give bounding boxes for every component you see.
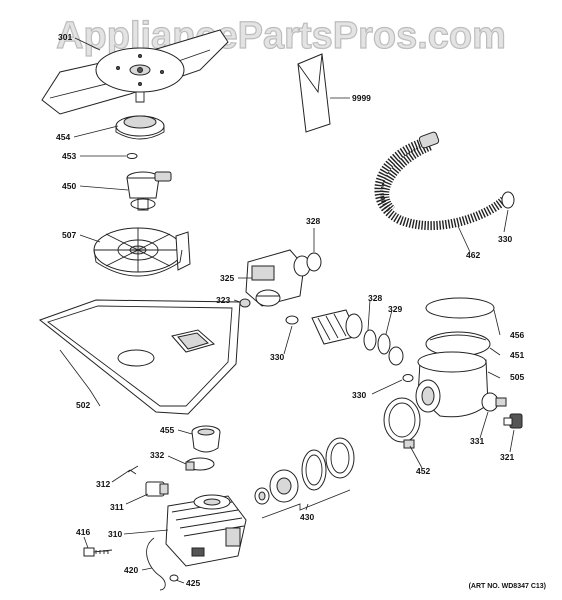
seal-329 <box>377 333 391 355</box>
label-330b: 330 <box>352 390 366 400</box>
label-331: 331 <box>470 436 484 446</box>
label-505: 505 <box>510 372 524 382</box>
label-329: 329 <box>388 304 402 314</box>
label-311: 311 <box>110 502 124 512</box>
sump-cover-502 <box>38 299 241 415</box>
label-450: 450 <box>62 181 76 191</box>
adapter-right <box>388 346 404 366</box>
label-455: 455 <box>160 425 174 435</box>
bolt-416 <box>83 547 113 557</box>
sump-505 <box>415 351 489 418</box>
flange-455 <box>191 425 221 453</box>
pump-motor-310 <box>165 494 247 567</box>
label-330a: 330 <box>270 352 284 362</box>
gasket-328a <box>306 252 322 272</box>
label-502: 502 <box>76 400 90 410</box>
label-420: 420 <box>124 565 138 575</box>
label-453: 453 <box>62 151 76 161</box>
literature-9999 <box>297 53 331 133</box>
connector-311 <box>145 481 169 497</box>
label-301: 301 <box>58 32 72 42</box>
label-310: 310 <box>108 529 122 539</box>
label-328b: 328 <box>368 293 382 303</box>
sensor-321 <box>503 413 523 429</box>
seal-kit-430 <box>254 437 355 519</box>
label-312: 312 <box>96 479 110 489</box>
art-number: (ART NO. WD8347 C13) <box>469 583 546 590</box>
label-9999: 9999 <box>352 93 371 103</box>
wire-420 <box>146 537 166 591</box>
manifold-ring-454 <box>115 115 165 140</box>
spray-arm <box>41 29 229 115</box>
nut-323 <box>239 298 251 308</box>
clip-425 <box>169 574 179 582</box>
gasket-328b <box>363 329 377 351</box>
leader-lines <box>59 37 515 584</box>
label-451: 451 <box>510 350 524 360</box>
filter-507 <box>93 227 191 277</box>
label-454: 454 <box>56 132 70 142</box>
o-ring-453 <box>126 153 138 159</box>
ring-451 <box>425 331 491 357</box>
drain-hose-462 <box>374 131 515 231</box>
clamp-330b <box>402 374 414 382</box>
label-332: 332 <box>150 450 164 460</box>
label-416: 416 <box>76 527 90 537</box>
screw-312 <box>127 465 139 475</box>
label-430: 430 <box>300 512 314 522</box>
connector-pipe <box>311 309 363 345</box>
label-323: 323 <box>216 295 230 305</box>
label-507: 507 <box>62 230 76 240</box>
label-462: 462 <box>466 250 480 260</box>
valve-331 <box>481 392 507 412</box>
ring-456 <box>425 297 495 319</box>
label-330c: 330 <box>498 234 512 244</box>
label-425: 425 <box>186 578 200 588</box>
label-452: 452 <box>416 466 430 476</box>
label-328a: 328 <box>306 216 320 226</box>
clamp-332 <box>185 457 215 471</box>
label-321: 321 <box>500 452 514 462</box>
clamp-330a <box>285 315 299 325</box>
label-456: 456 <box>510 330 524 340</box>
pump-housing-325 <box>245 249 311 307</box>
clamp-452 <box>383 397 421 449</box>
diverter-450 <box>126 171 172 211</box>
label-325: 325 <box>220 273 234 283</box>
